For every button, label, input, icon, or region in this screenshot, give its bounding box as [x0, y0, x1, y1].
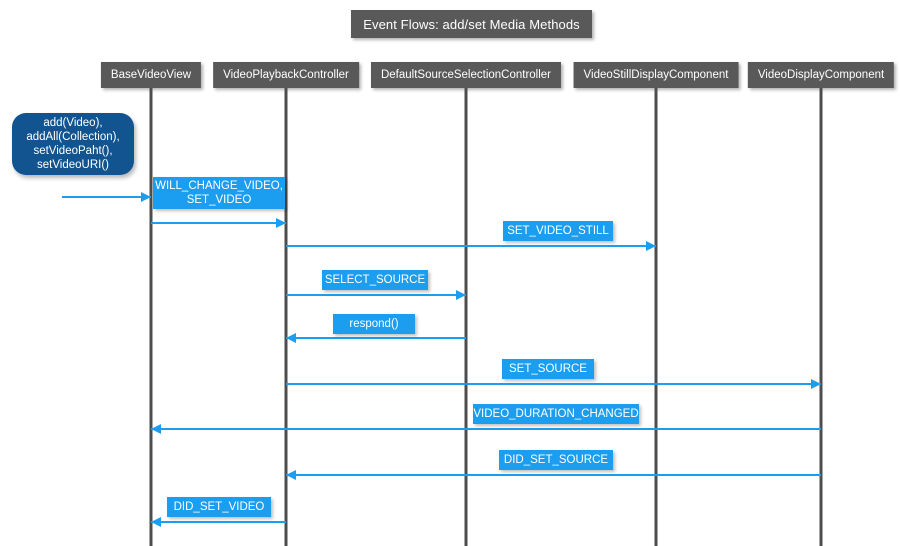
message-line-0: [151, 222, 286, 224]
message-label-0[interactable]: WILL_CHANGE_VIDEO, SET_VIDEO: [153, 177, 285, 209]
lifeline-1: [284, 88, 288, 546]
arrow-head-icon-7: [151, 517, 161, 527]
message-line-6: [286, 474, 821, 476]
lifeline-4: [819, 88, 823, 546]
note-connector-arrow-head-icon: [141, 192, 151, 202]
message-label-6[interactable]: DID_SET_SOURCE: [499, 450, 613, 470]
arrow-head-icon-0: [276, 218, 286, 228]
note-connector-line: [62, 196, 151, 198]
actor-note-text: add(Video), addAll(Collection), setVideo…: [26, 117, 120, 171]
arrow-head-icon-3: [286, 333, 296, 343]
arrow-head-icon-1: [646, 241, 656, 251]
message-line-3: [286, 337, 466, 339]
participant-label: BaseVideoView: [110, 69, 192, 81]
message-line-7: [151, 521, 286, 523]
message-label-2[interactable]: SELECT_SOURCE: [322, 270, 428, 290]
actor-note-box: add(Video), addAll(Collection), setVideo…: [12, 113, 134, 175]
participant-label: VideoPlaybackController: [223, 69, 349, 81]
message-line-2: [286, 294, 466, 296]
message-label-5[interactable]: VIDEO_DURATION_CHANGED: [473, 404, 639, 424]
message-label-7[interactable]: DID_SET_VIDEO: [167, 497, 271, 517]
participant-header-4[interactable]: VideoDisplayComponent: [747, 62, 895, 88]
arrow-head-icon-2: [456, 290, 466, 300]
arrow-head-icon-5: [151, 424, 161, 434]
participant-label: VideoStillDisplayComponent: [583, 69, 729, 81]
participant-label: DefaultSourceSelectionController: [380, 69, 552, 81]
message-line-4: [286, 383, 821, 385]
lifeline-3: [654, 88, 658, 546]
arrow-head-icon-6: [286, 470, 296, 480]
lifeline-2: [464, 88, 468, 546]
message-line-1: [286, 245, 656, 247]
participant-header-2[interactable]: DefaultSourceSelectionController: [370, 62, 562, 88]
lifeline-0: [149, 88, 153, 546]
message-label-3[interactable]: respond(): [333, 314, 415, 334]
diagram-title: Event Flows: add/set Media Methods: [351, 10, 592, 38]
participant-label: VideoDisplayComponent: [757, 69, 885, 81]
message-label-1[interactable]: SET_VIDEO_STILL: [503, 221, 613, 241]
participant-header-1[interactable]: VideoPlaybackController: [213, 62, 359, 88]
message-label-4[interactable]: SET_SOURCE: [502, 359, 594, 379]
message-line-5: [151, 428, 821, 430]
participant-header-3[interactable]: VideoStillDisplayComponent: [573, 62, 739, 88]
participant-header-0[interactable]: BaseVideoView: [100, 62, 202, 88]
arrow-head-icon-4: [811, 379, 821, 389]
